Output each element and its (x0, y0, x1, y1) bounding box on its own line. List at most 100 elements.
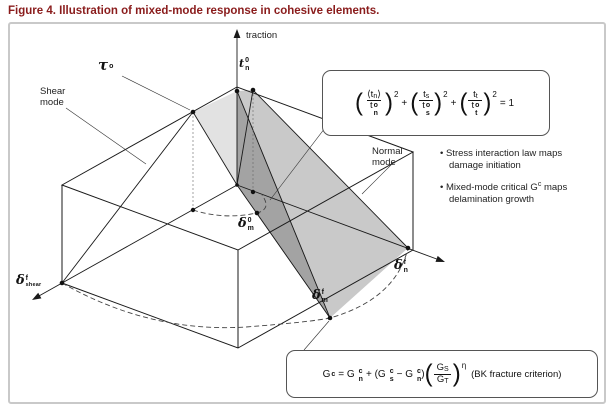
close-paren: ) (452, 359, 461, 388)
tt-den-sup: o (475, 102, 480, 110)
delta-m-superscript: f (321, 289, 325, 296)
bk-criterion-caption: (BK fracture criterion) (471, 368, 562, 380)
normal-mode-label: Normal mode (372, 146, 403, 169)
close-bracket: ) (421, 368, 425, 380)
note-gc-text-post: maps delamination growth (449, 181, 568, 206)
gt-ratio-den-sub: T (444, 377, 449, 385)
tau-symbol: τ (98, 56, 109, 74)
note-stress-interaction: • Stress interaction law maps damage ini… (440, 148, 587, 173)
gt-ratio-den: G (436, 373, 445, 385)
delta-m0-symbol: δ (238, 216, 247, 231)
leader-lines (65, 75, 395, 351)
gs-subscript: s (389, 375, 394, 383)
note-gc-text-pre: Mixed-mode critical G (445, 181, 538, 193)
ts-den: t (422, 100, 425, 112)
gn-subscript: n (358, 375, 363, 383)
shear-mode-label: Shear mode (40, 86, 65, 109)
initiation-droplines (192, 90, 254, 210)
exponent-2: 2 (443, 89, 448, 99)
notes-list: • Stress interaction law maps damage ini… (440, 148, 600, 213)
box-wireframe (60, 86, 415, 349)
ts-den-sup: o (425, 102, 431, 110)
tau-superscript: o (109, 62, 114, 70)
gn2-superscript: c (417, 367, 421, 375)
open-paren: ( (424, 359, 433, 388)
equals-one: = 1 (499, 97, 515, 109)
cohesive-law-edges (61, 89, 409, 319)
delta-shear-superscript: f (25, 275, 29, 282)
note-mixed-mode-gc: • Mixed-mode critical Gc maps delaminati… (440, 180, 587, 207)
figure-title: Figure 4. Illustration of mixed-mode res… (8, 5, 380, 17)
shear-mode-line1: Shear (40, 86, 66, 97)
plus-operator: + (450, 97, 457, 109)
note-gc-superscript: c (537, 180, 542, 188)
tn-subscript: n (245, 65, 250, 72)
tt-den: t (471, 100, 475, 112)
gc-superscript: c (331, 371, 336, 378)
open-paren: ( (410, 88, 419, 117)
traction-axis-label: traction (246, 30, 277, 41)
point-markers (59, 87, 411, 321)
open-paren: ( (354, 88, 363, 117)
note-stress-interaction-text: Stress interaction law maps damage initi… (445, 148, 563, 172)
gn2-subscript: n (417, 375, 422, 383)
coordinate-axes (37, 36, 439, 297)
tn-num-close: ⟩ (377, 88, 381, 100)
plus-gs: + (G (365, 368, 386, 380)
tn-den: t (370, 100, 373, 112)
tn-den-sub: n (373, 110, 378, 118)
equals-gn: = G (338, 368, 355, 380)
delta-n-symbol: δ (394, 258, 403, 273)
tn-den-sup: o (373, 102, 378, 110)
normal-mode-line1: Normal (372, 146, 403, 157)
gc-symbol: G (322, 368, 331, 380)
diagram-svg (32, 29, 445, 351)
plus-operator: + (401, 97, 408, 109)
delta-shear-subscript: shear (25, 282, 42, 288)
gs-ratio-num: G (436, 361, 445, 373)
gs-ratio-num-sub: S (444, 365, 449, 373)
normal-mode-line2: mode (372, 157, 396, 169)
tt-num-sub: t (475, 92, 478, 100)
open-paren: ( (459, 88, 468, 117)
delta-n-superscript: f (403, 259, 407, 266)
gn-superscript: c (358, 367, 363, 375)
ts-num-sub: s (425, 92, 430, 100)
gs-superscript: c (389, 367, 394, 375)
delta-shear-symbol: δ (16, 273, 25, 289)
delta-m-subscript: m (321, 297, 328, 304)
ts-num: t (423, 88, 426, 100)
eta-exponent: η (461, 360, 467, 370)
traction-text: traction (246, 30, 278, 41)
exponent-2: 2 (393, 89, 399, 99)
minus-gn: − G (396, 368, 413, 380)
bullet-marker: • (440, 181, 444, 193)
bullet-marker: • (440, 148, 444, 159)
close-paren: ) (483, 88, 492, 117)
shear-mode-line2: mode (40, 97, 64, 109)
tt-num: t (473, 88, 476, 100)
exponent-2: 2 (492, 89, 497, 99)
tn-superscript: 0 (245, 57, 249, 64)
close-paren: ) (384, 88, 393, 117)
tn-num-sub: n (373, 92, 378, 100)
tn-symbol: t (239, 57, 245, 70)
ts-den-sub: s (425, 110, 430, 118)
tt-den-sub: t (475, 110, 478, 118)
close-paren: ) (434, 88, 443, 117)
delta-n-subscript: n (403, 267, 408, 274)
delta-m-symbol: δ (312, 288, 321, 303)
